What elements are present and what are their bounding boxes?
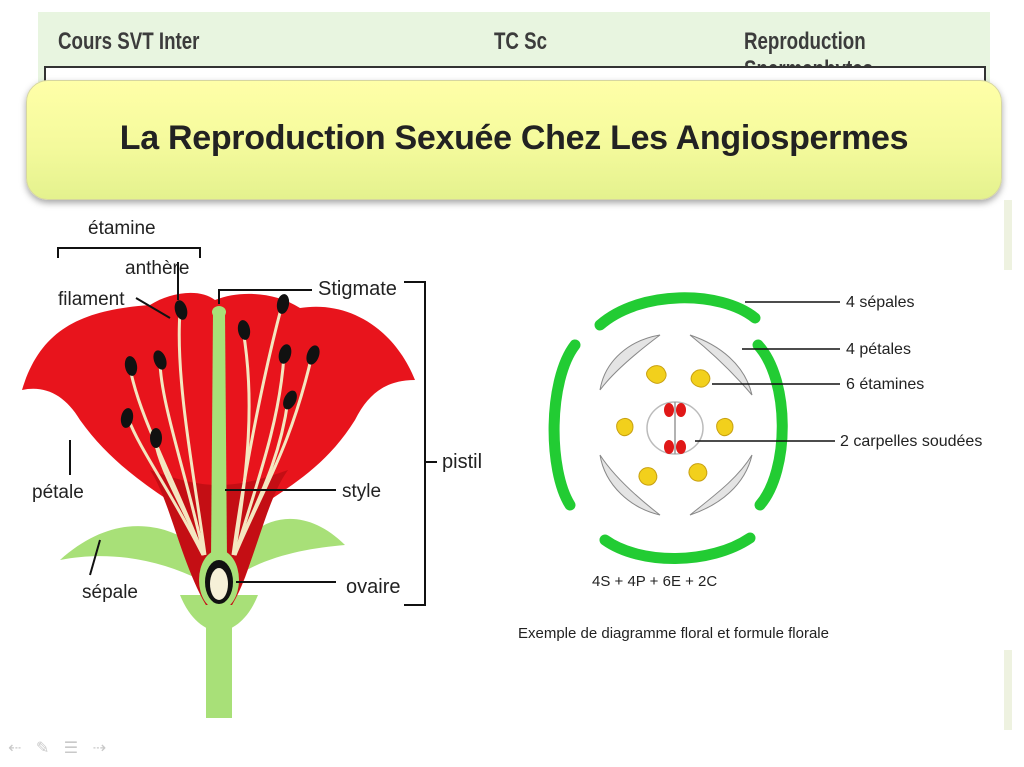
flower-leader-lines [57,247,437,606]
label-6-etamines: 6 étamines [846,376,924,393]
page-title: La Reproduction Sexuée Chez Les Angiospe… [119,119,909,157]
floral-formula: 4S + 4P + 6E + 2C [592,573,717,590]
style [211,312,227,560]
arrow-left-icon[interactable]: ⇠ [8,740,22,757]
arrow-right-icon[interactable]: ⇢ [92,740,106,757]
side-decoration [1004,650,1012,730]
anthers [120,294,320,448]
label-etamine: étamine [88,218,156,239]
label-sepale: sépale [82,582,138,603]
label-stigmate: Stigmate [318,278,397,300]
sepal-left [60,526,200,580]
sepal-right [238,518,345,575]
diagram-petals [599,334,753,516]
receptacle [180,595,258,632]
diagram-leader-lines [695,301,840,442]
menu-icon[interactable]: ☰ [63,740,79,757]
label-style: style [342,481,381,502]
ovule [210,568,228,600]
floral-caption: Exemple de diagramme floral et formule f… [518,625,829,642]
side-decoration [1004,200,1012,270]
stigma [212,306,226,318]
pen-icon[interactable]: ✎ [35,740,50,757]
label-pistil: pistil [442,451,482,473]
title-box: La Reproduction Sexuée Chez Les Angiospe… [26,80,1002,200]
header-course: Cours SVT Inter [58,28,200,55]
label-anthere: anthère [125,258,189,279]
label-2-carpelles: 2 carpelles soudées [840,433,982,450]
label-petale: pétale [32,482,84,503]
diagram-stamens [616,365,734,486]
diagram-sepals [548,292,788,564]
label-filament: filament [58,289,125,310]
header-level: TC Sc [494,28,548,55]
slide-nav: ⇠ ✎ ☰ ⇢ [8,738,116,758]
label-4-sepales: 4 sépales [846,294,915,311]
label-4-petales: 4 pétales [846,341,911,358]
filaments [126,304,314,556]
diagram-carpels [646,401,704,455]
label-ovaire: ovaire [346,576,400,598]
